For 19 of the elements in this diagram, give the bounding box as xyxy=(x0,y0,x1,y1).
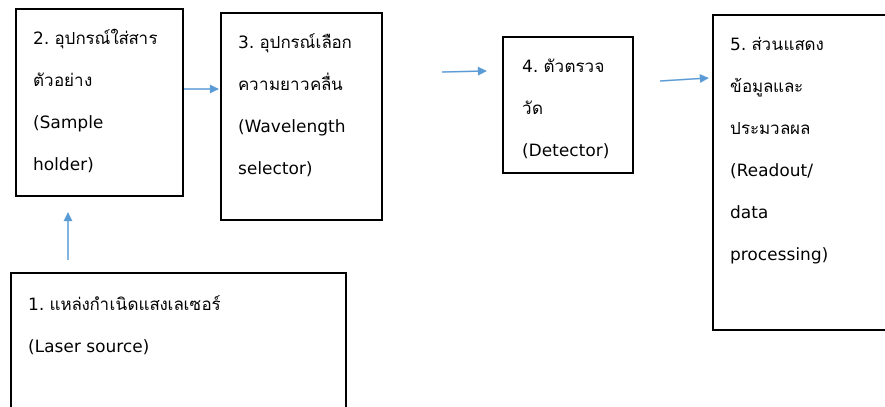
step-subtitle: (Laser source) xyxy=(28,336,150,359)
step-subtitle: (Wavelength selector) xyxy=(238,116,346,181)
process-box xyxy=(220,12,383,221)
step-title: 4. ตัวตรวจวัด xyxy=(522,56,606,121)
step-title: 3. อุปกรณ์เลือกความยาวคลื่น xyxy=(238,32,353,97)
process-box xyxy=(15,8,184,197)
arrow xyxy=(442,66,487,76)
arrow xyxy=(184,84,219,94)
arrow xyxy=(64,212,72,260)
step-title: 1. แหล่งกำเนิดแสงเลเซอร์ xyxy=(28,294,222,317)
step-subtitle: (Readout/ data processing) xyxy=(730,160,830,267)
step-title: 5. ส่วนแสดงข้อมูลและประมวลผล xyxy=(730,34,825,141)
step-title: 2. อุปกรณ์ใส่สารตัวอย่าง xyxy=(33,28,158,93)
process-box xyxy=(712,14,885,331)
step-subtitle: (Detector) xyxy=(522,140,610,163)
arrow xyxy=(660,74,709,83)
step-subtitle: (Sample holder) xyxy=(33,112,104,177)
process-box xyxy=(502,36,634,174)
process-box xyxy=(10,272,347,407)
